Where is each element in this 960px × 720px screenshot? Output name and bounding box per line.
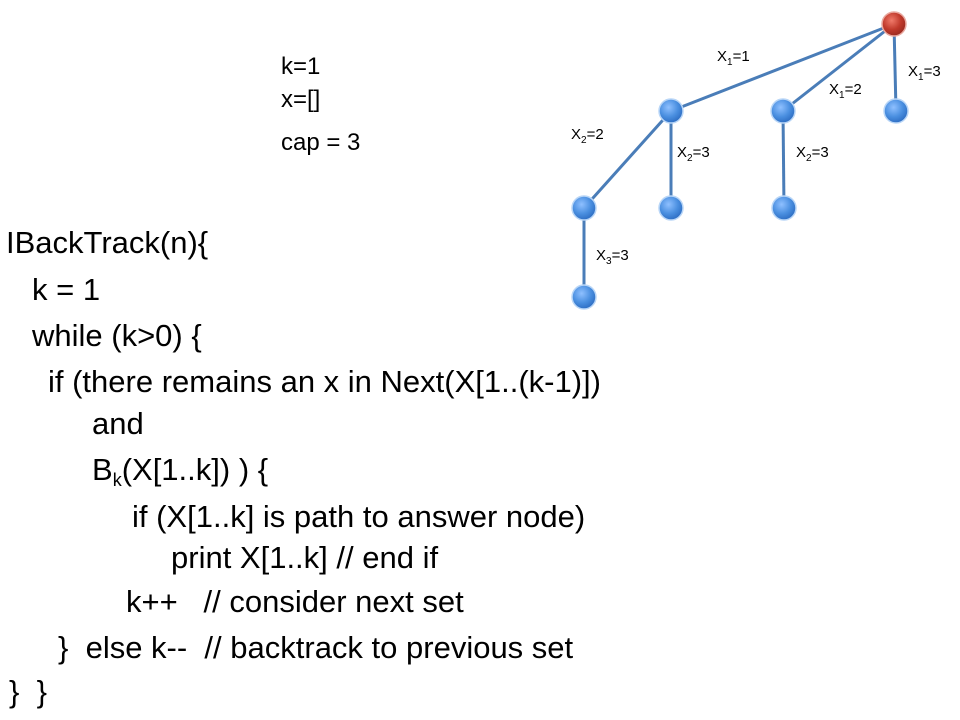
code-line-2: k = 1 — [32, 272, 101, 307]
edge-root-to-x1-1 — [670, 22, 895, 113]
edge-label-x2-3-right: X2=3 — [796, 144, 829, 164]
edge-x1-1-to-x2-2 — [582, 109, 673, 210]
code-line-11: } } — [9, 674, 47, 709]
code-line-3: while (k>0) { — [32, 318, 202, 353]
code-line-7: if (X[1..k] is path to answer node) — [132, 499, 586, 534]
state-x: x=[] — [281, 86, 321, 113]
tree-node-x1-1-x2-2 — [571, 195, 597, 221]
code-line-9: k++ // consider next set — [126, 584, 464, 619]
edge-label-x1-2: X1=2 — [829, 81, 862, 101]
tree-node-x1-3 — [883, 98, 909, 124]
edge-root-to-x1-2 — [782, 22, 895, 113]
bound-function-name: B — [92, 452, 113, 487]
tree-node-x1-1 — [658, 98, 684, 124]
tree-node-x1-2-x2-3 — [771, 195, 797, 221]
tree-node-x1-1-x2-3 — [658, 195, 684, 221]
edge-label-x3-3: X3=3 — [596, 247, 629, 267]
bound-function-subscript: k — [112, 470, 122, 490]
tree-edges — [582, 22, 898, 297]
edge-label-x1-3: X1=3 — [908, 63, 941, 83]
edge-label-x2-2: X2=2 — [571, 126, 604, 146]
tree-node-x1-2 — [770, 98, 796, 124]
edge-label-x2-3-left: X2=3 — [677, 144, 710, 164]
code-line-4: if (there remains an x in Next(X[1..(k-1… — [48, 364, 601, 399]
bound-function-args: (X[1..k]) ) { — [121, 452, 269, 487]
state-cap: cap = 3 — [281, 129, 361, 156]
code-line-5: and — [92, 406, 144, 441]
code-line-8: print X[1..k] // end if — [171, 540, 439, 575]
code-line-1: IBackTrack(n){ — [6, 225, 209, 260]
root-node — [881, 11, 907, 37]
code-line-6: Bk(X[1..k]) ) { — [92, 451, 268, 489]
state-k: k=1 — [281, 53, 321, 80]
edge-label-x1-1: X1=1 — [717, 48, 750, 68]
edge-x1-2-to-x2-3 — [781, 110, 786, 209]
tree-node-x1-1-x2-2-x3-3 — [571, 284, 597, 310]
edge-root-to-x1-3 — [892, 23, 898, 112]
code-line-10: } else k-- // backtrack to previous set — [58, 630, 574, 665]
